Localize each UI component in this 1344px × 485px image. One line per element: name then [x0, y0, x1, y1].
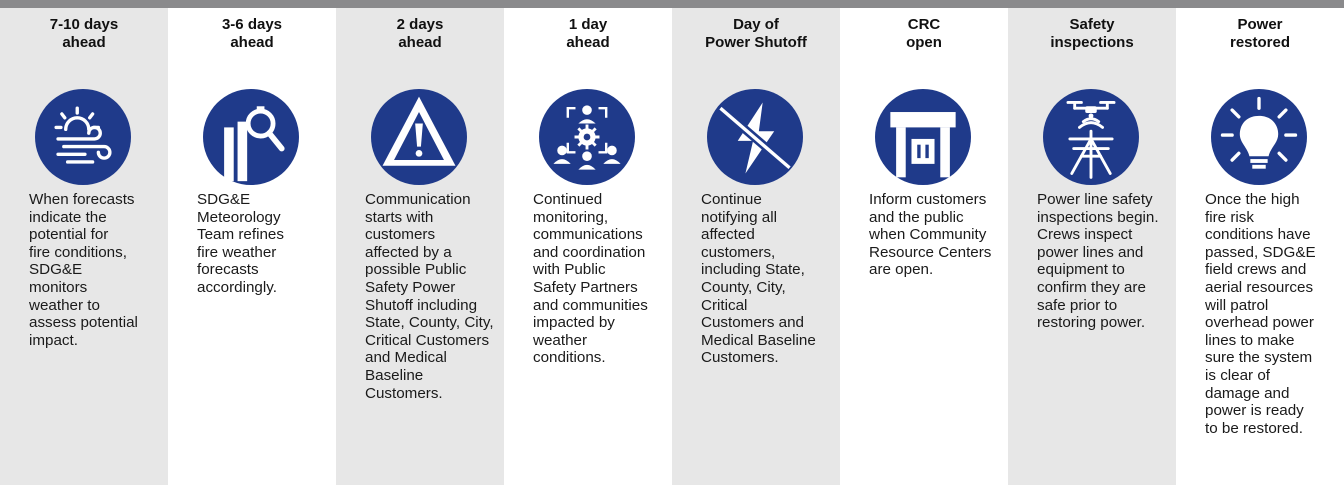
- step-3-6-days: 3-6 days ahead SDG&E Meteorology Team re…: [168, 8, 336, 485]
- step-heading: 3-6 days ahead: [168, 8, 336, 60]
- step-title-line1: 7-10 days: [49, 16, 119, 33]
- step-description: Continued monitoring, communications and…: [533, 191, 648, 367]
- step-description: Once the high fire risk conditions have …: [1205, 191, 1316, 437]
- step-title-line1: Day of: [733, 16, 779, 33]
- step-title-line1: 3-6 days: [221, 16, 283, 33]
- step-title-line1: 1 day: [568, 16, 608, 33]
- step-title-line2: ahead: [398, 34, 442, 51]
- step-heading: 1 day ahead: [504, 8, 672, 60]
- step-title-line2: ahead: [230, 34, 274, 51]
- step-safety-inspections: Safety inspections: [1008, 8, 1176, 485]
- sun-wind-icon: [35, 89, 131, 185]
- step-title-line2: Power Shutoff: [705, 34, 807, 51]
- step-description: Power line safety inspections begin. Cre…: [1037, 191, 1159, 332]
- step-description: Communication starts with customers affe…: [365, 191, 494, 402]
- step-crc-open: CRC open Inform customers and the public…: [840, 8, 1008, 485]
- step-title-line1: Power: [1237, 16, 1283, 33]
- drone-inspection-icon: [1043, 89, 1139, 185]
- coordination-team-icon: [539, 89, 635, 185]
- step-heading: Safety inspections: [1008, 8, 1176, 60]
- top-bar: [0, 0, 1344, 8]
- step-heading: Power restored: [1176, 8, 1344, 60]
- step-title-line1: CRC: [907, 16, 941, 33]
- step-1-day: 1 day ahead: [504, 8, 672, 485]
- resource-center-icon: [875, 89, 971, 185]
- step-description: Continue notifying all affected customer…: [701, 191, 816, 367]
- step-description: SDG&E Meteorology Team refines fire weat…: [197, 191, 284, 296]
- light-bulb-icon: [1211, 89, 1307, 185]
- step-heading: Day of Power Shutoff: [672, 8, 840, 60]
- step-description: When forecasts indicate the potential fo…: [29, 191, 138, 349]
- step-2-days: 2 days ahead Communication starts with c…: [336, 8, 504, 485]
- step-title-line2: restored: [1229, 34, 1291, 51]
- step-power-restored: Power restored Once the high f: [1176, 8, 1344, 485]
- step-title-line2: inspections: [1050, 34, 1134, 51]
- step-title-line1: Safety: [1069, 16, 1115, 33]
- power-off-icon: [707, 89, 803, 185]
- step-7-10-days: 7-10 days ahead When for: [0, 8, 168, 485]
- step-description: Inform customers and the public when Com…: [869, 191, 992, 279]
- step-day-of-shutoff: Day of Power Shutoff Continue notifying …: [672, 8, 840, 485]
- warning-triangle-icon: [371, 89, 467, 185]
- step-heading: CRC open: [840, 8, 1008, 60]
- shutoff-timeline: 7-10 days ahead When for: [0, 8, 1344, 485]
- meteorology-search-icon: [203, 89, 299, 185]
- step-heading: 7-10 days ahead: [0, 8, 168, 60]
- step-title-line1: 2 days: [396, 16, 444, 33]
- step-title-line2: open: [906, 34, 942, 51]
- step-title-line2: ahead: [566, 34, 610, 51]
- step-heading: 2 days ahead: [336, 8, 504, 60]
- step-title-line2: ahead: [62, 34, 106, 51]
